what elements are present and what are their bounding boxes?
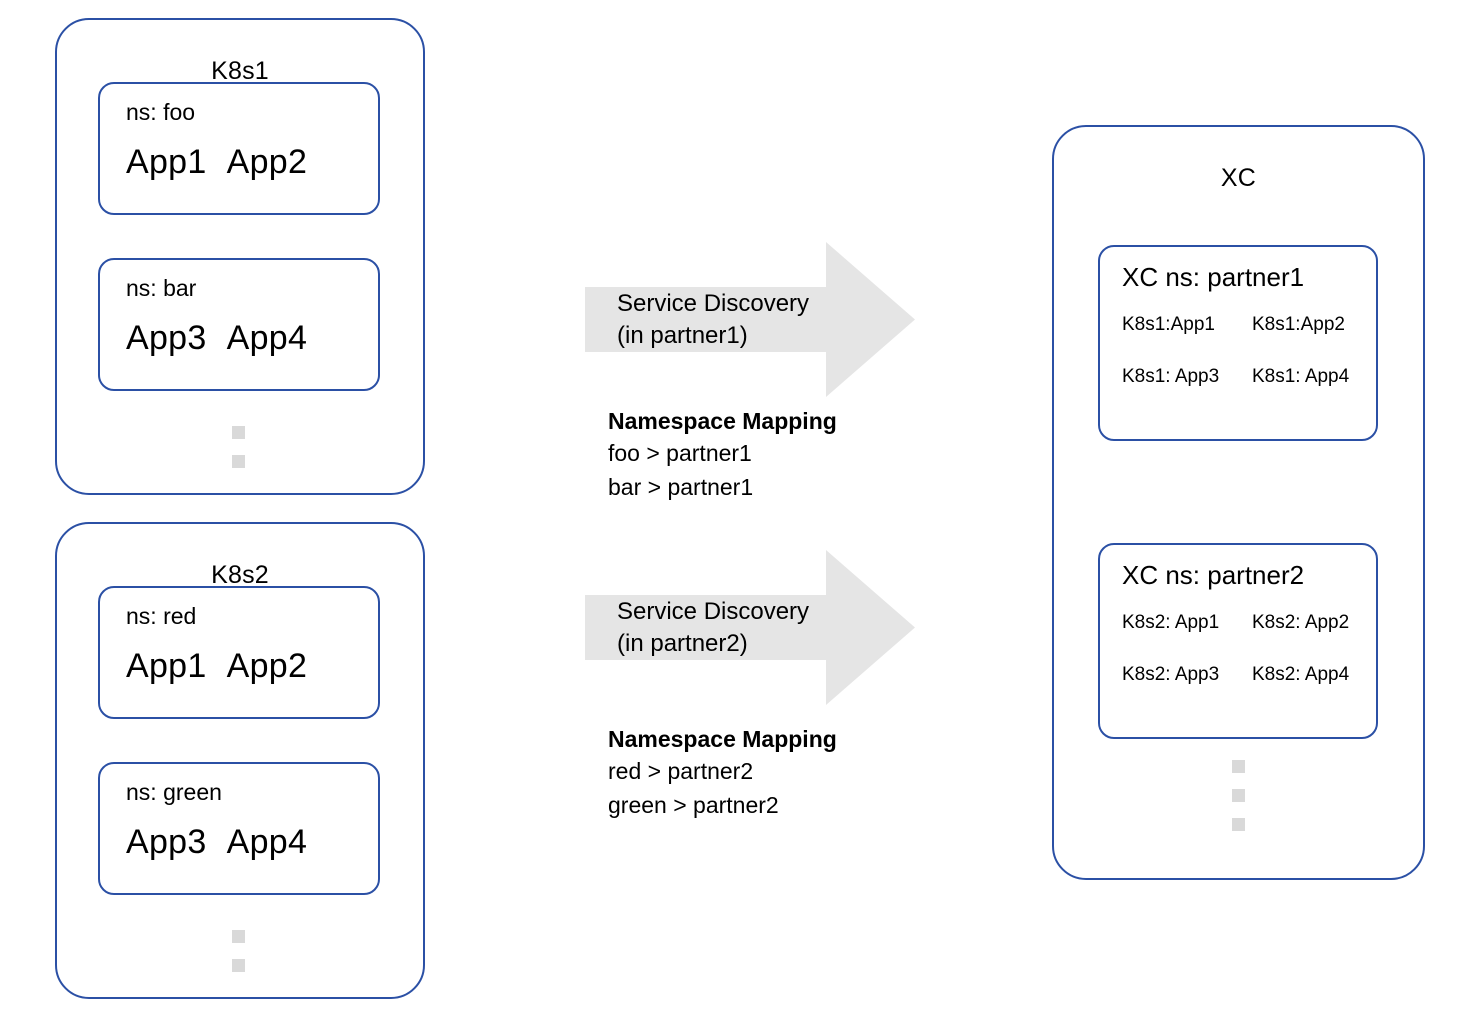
ellipsis-dot-icon bbox=[232, 930, 245, 943]
namespace-label-green: ns: green bbox=[126, 779, 222, 805]
cluster-k8s2-title: K8s2 bbox=[211, 561, 269, 589]
cluster-k8s1-title: K8s1 bbox=[211, 57, 269, 85]
ellipsis-dot-icon bbox=[232, 959, 245, 972]
app-chip: App2 bbox=[226, 143, 308, 181]
ellipsis-dot-icon bbox=[1232, 818, 1245, 831]
arrow-label-line2: (in partner2) bbox=[617, 630, 748, 657]
ellipsis-dot-icon bbox=[1232, 760, 1245, 773]
app-chip: App1 bbox=[126, 647, 207, 685]
namespace-label-foo: ns: foo bbox=[126, 99, 196, 125]
xc-app-entry: K8s1:App1 bbox=[1122, 314, 1215, 335]
app-chip: App3 bbox=[126, 319, 207, 357]
namespace-mapping-line: bar > partner1 bbox=[608, 474, 754, 500]
namespace-apps-bar: App3 App4 bbox=[126, 317, 307, 359]
xc-namespace-box-partner1[interactable]: XC ns: partner1 K8s1:App1 K8s1:App2 K8s1:… bbox=[1098, 245, 1378, 441]
ellipsis-dot-icon bbox=[232, 455, 245, 468]
xc-app-row: K8s2: App1 K8s2: App2 bbox=[1122, 611, 1349, 635]
xc-app-entry: K8s2: App3 bbox=[1122, 664, 1220, 685]
cluster-xc-title: XC bbox=[1220, 164, 1257, 192]
service-discovery-arrow-partner2: Service Discovery (in partner2) bbox=[585, 550, 915, 705]
namespace-mapping-line: green > partner2 bbox=[608, 792, 779, 818]
ellipsis-dot-icon bbox=[1232, 789, 1245, 802]
app-chip: App4 bbox=[226, 823, 308, 861]
xc-app-entry: K8s2: App4 bbox=[1252, 664, 1350, 685]
namespace-box-green[interactable]: ns: green App3 App4 bbox=[98, 762, 380, 895]
namespace-mapping-title: Namespace Mapping bbox=[608, 726, 837, 752]
service-discovery-label-partner2: Service Discovery (in partner2) bbox=[617, 596, 809, 660]
namespace-mapping-partner2: Namespace Mapping red > partner2 green >… bbox=[608, 724, 837, 822]
namespace-mapping-partner1: Namespace Mapping foo > partner1 bar > p… bbox=[608, 406, 837, 504]
xc-namespace-title-partner2: XC ns: partner2 bbox=[1122, 560, 1305, 590]
arrow-label-line1: Service Discovery bbox=[617, 290, 810, 317]
namespace-apps-foo: App1 App2 bbox=[126, 141, 307, 183]
namespace-mapping-line: foo > partner1 bbox=[608, 440, 752, 466]
app-chip: App1 bbox=[126, 143, 207, 181]
namespace-apps-green: App3 App4 bbox=[126, 821, 307, 863]
arrow-label-line2: (in partner1) bbox=[617, 322, 748, 349]
namespace-label-bar: ns: bar bbox=[126, 275, 197, 301]
xc-app-row: K8s1:App1 K8s1:App2 bbox=[1122, 313, 1345, 337]
ellipsis-dot-icon bbox=[232, 426, 245, 439]
namespace-box-bar[interactable]: ns: bar App3 App4 bbox=[98, 258, 380, 391]
namespace-box-foo[interactable]: ns: foo App1 App2 bbox=[98, 82, 380, 215]
xc-namespace-box-partner2[interactable]: XC ns: partner2 K8s2: App1 K8s2: App2 K8s… bbox=[1098, 543, 1378, 739]
namespace-label-red: ns: red bbox=[126, 603, 197, 629]
xc-app-entry: K8s1:App2 bbox=[1252, 314, 1345, 335]
namespace-mapping-title: Namespace Mapping bbox=[608, 408, 837, 434]
app-chip: App3 bbox=[126, 823, 207, 861]
namespace-apps-red: App1 App2 bbox=[126, 645, 307, 687]
xc-app-entry: K8s2: App2 bbox=[1252, 612, 1350, 633]
service-discovery-arrow-partner1: Service Discovery (in partner1) bbox=[585, 242, 915, 397]
xc-app-row: K8s1: App3 K8s1: App4 bbox=[1122, 365, 1349, 389]
arrow-right-icon bbox=[585, 550, 915, 705]
xc-app-entry: K8s2: App1 bbox=[1122, 612, 1220, 633]
namespace-box-red[interactable]: ns: red App1 App2 bbox=[98, 586, 380, 719]
app-chip: App4 bbox=[226, 319, 308, 357]
app-chip: App2 bbox=[226, 647, 308, 685]
xc-namespace-title-partner1: XC ns: partner1 bbox=[1122, 262, 1305, 292]
service-discovery-label-partner1: Service Discovery (in partner1) bbox=[617, 288, 809, 352]
xc-app-entry: K8s1: App3 bbox=[1122, 366, 1220, 387]
arrow-right-icon bbox=[585, 242, 915, 397]
xc-app-row: K8s2: App3 K8s2: App4 bbox=[1122, 663, 1349, 687]
xc-app-entry: K8s1: App4 bbox=[1252, 366, 1350, 387]
namespace-mapping-line: red > partner2 bbox=[608, 758, 754, 784]
arrow-label-line1: Service Discovery bbox=[617, 598, 810, 625]
